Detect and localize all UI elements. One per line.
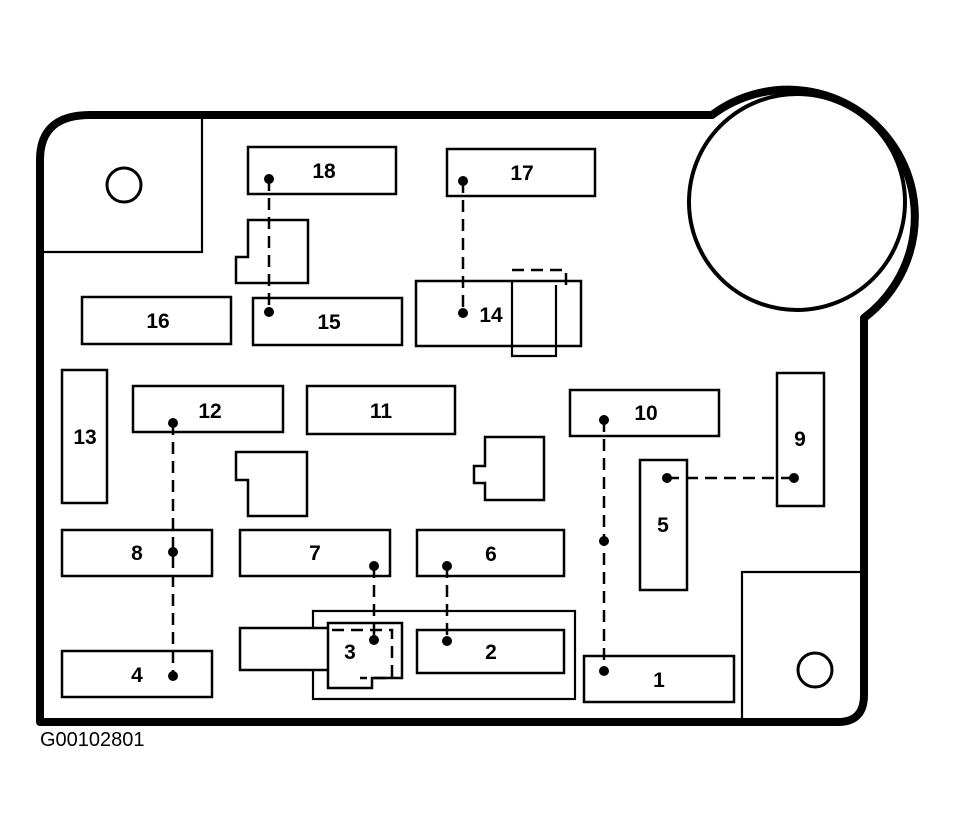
fuse-18-body [246,145,398,196]
terminal-dot [369,561,379,571]
terminal-dot [442,636,452,646]
fuse-8-label: 8 [131,542,143,565]
fuse-1-label: 1 [653,669,665,692]
fuse-5-body [638,458,689,592]
terminal-dot [599,415,609,425]
terminal-dot [458,176,468,186]
fuse-11-label: 11 [370,400,393,423]
round-relay-socket [687,92,907,312]
fuse-7-label: 7 [309,542,321,565]
terminal-dot [442,561,452,571]
fuse-5-label: 5 [657,514,669,537]
fuse-14-label: 14 [479,304,503,327]
relay-socket-left [234,450,309,518]
fuse-14-clip-solid [510,282,558,358]
terminal-dot [168,418,178,428]
fuse-7-body [238,528,392,578]
fuse-3-body [326,621,404,690]
terminal-dot [599,666,609,676]
terminal-dot [369,635,379,645]
fuse-15-body [251,296,404,347]
terminal-dot [789,473,799,483]
fuse-18-label: 18 [312,160,336,183]
fuse-6-body [415,528,566,578]
mount-hole-top-left [105,166,143,204]
fuse-12-body [131,384,285,434]
figure-code: G00102801 [40,729,145,751]
fuse-8-body [60,528,214,578]
fuse-11-body [305,384,457,436]
terminal-dot [662,473,672,483]
terminal-dot [458,308,468,318]
terminal-dot [599,536,609,546]
fuse-10-label: 10 [634,402,657,425]
fuse-15-label: 15 [317,311,341,334]
fuse-3-clip [332,628,394,680]
fuse-4-body [60,649,214,699]
empty-slot-lower-left [238,626,334,672]
fuse-6-label: 6 [485,543,497,566]
fuse-10-body [568,388,721,438]
mount-corner-bottom-right [740,570,862,720]
terminal-dot [264,307,274,317]
fuse-9-body [775,371,826,508]
mount-corner-top-left [42,117,204,254]
fuse-16-label: 16 [146,310,169,333]
fuse-1-body [582,654,736,704]
fuse-17-label: 17 [510,162,533,185]
terminal-dot [168,671,178,681]
relay-socket-right [472,435,546,502]
relay-socket-upper [234,218,310,285]
fuse-12-label: 12 [198,400,221,423]
fuse-3-label: 3 [344,641,356,664]
terminal-dot [168,547,178,557]
terminal-dot [264,174,274,184]
fuse-14-body [414,279,583,348]
fuse-2-label: 2 [485,641,497,664]
fuse-2-body [415,628,566,675]
fuse-13-label: 13 [73,426,96,449]
fuse-17-body [445,147,597,198]
fuse-14-clip [512,268,568,286]
fuse-16-body [80,295,233,346]
fuse-4-label: 4 [131,664,143,687]
fuse-13-body [60,368,109,505]
fuse-9-label: 9 [794,428,806,451]
mount-hole-bottom-right [796,651,834,689]
